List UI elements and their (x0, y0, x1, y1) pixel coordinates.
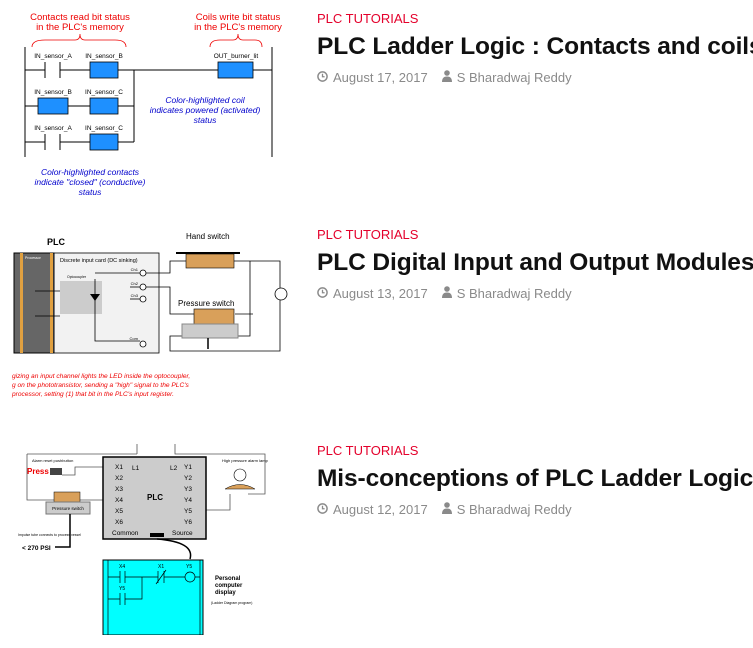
svg-text:Y2: Y2 (184, 475, 192, 482)
svg-text:L2: L2 (170, 465, 178, 472)
svg-text:IN_sensor_C: IN_sensor_C (85, 125, 123, 132)
svg-text:Y1: Y1 (184, 464, 192, 471)
svg-text:Press: Press (27, 467, 49, 476)
post-author-link[interactable]: S Bharadwaj Reddy (456, 70, 572, 85)
post-date: August 12, 2017 (333, 502, 428, 517)
svg-text:(Ladder Diagram program): (Ladder Diagram program) (211, 601, 252, 605)
svg-text:IN_sensor_B: IN_sensor_B (85, 53, 123, 60)
ladder-diagram-image: Contacts read bit status in the PLC's me… (24, 12, 282, 197)
svg-text:X4: X4 (115, 497, 123, 504)
post-category-link[interactable]: PLC TUTORIALS (317, 227, 419, 242)
post-title-link[interactable]: PLC Digital Input and Output Modules (317, 249, 753, 276)
svg-text:Processor: Processor (25, 256, 42, 260)
svg-text:PLC: PLC (147, 493, 163, 502)
svg-text:Y3: Y3 (184, 486, 192, 493)
svg-text:Y5: Y5 (119, 586, 125, 592)
post-category-link[interactable]: PLC TUTORIALS (317, 11, 419, 26)
svg-text:Discrete input card (DC sinkin: Discrete input card (DC sinking) (60, 258, 138, 264)
post-thumbnail[interactable]: PLC Processor Discrete input card (DC si… (0, 216, 300, 416)
svg-text:Ch2: Ch2 (131, 281, 139, 286)
svg-text:X3: X3 (115, 486, 123, 493)
svg-text:indicates powered (activated): indicates powered (activated) (150, 105, 261, 115)
svg-text:Optocoupler: Optocoupler (67, 275, 87, 279)
svg-text:status: status (194, 115, 217, 125)
svg-text:Com: Com (130, 336, 139, 341)
svg-text:Y5: Y5 (184, 508, 192, 515)
svg-text:X1: X1 (158, 564, 164, 570)
user-icon (441, 70, 452, 85)
svg-text:High pressure alarm lamp: High pressure alarm lamp (222, 458, 269, 463)
svg-text:OUT_burner_lit: OUT_burner_lit (214, 53, 259, 60)
svg-text:Alarm reset pushbutton: Alarm reset pushbutton (32, 458, 73, 463)
svg-text:Color-highlighted coil: Color-highlighted coil (165, 95, 245, 105)
svg-text:Coils write bit status: Coils write bit status (196, 12, 281, 23)
post-thumbnail[interactable]: Contacts read bit status in the PLC's me… (0, 0, 300, 200)
svg-text:Pressure switch: Pressure switch (52, 506, 84, 511)
clock-icon (317, 70, 328, 85)
svg-text:IN_sensor_A: IN_sensor_A (34, 125, 72, 132)
svg-text:Color-highlighted contacts: Color-highlighted contacts (41, 167, 140, 177)
user-icon (441, 286, 452, 301)
clock-icon (317, 286, 328, 301)
user-icon (441, 502, 452, 517)
post-item: Contacts read bit status in the PLC's me… (0, 0, 753, 216)
post-title-link[interactable]: Mis-conceptions of PLC Ladder Logic (317, 465, 753, 492)
svg-text:Contacts read bit status: Contacts read bit status (30, 12, 130, 23)
svg-text:Y6: Y6 (184, 519, 192, 526)
svg-text:Common: Common (112, 530, 139, 537)
svg-text:Source: Source (172, 530, 193, 537)
svg-text:X6: X6 (115, 519, 123, 526)
svg-text:gizing an input channel lights: gizing an input channel lights the LED i… (12, 373, 190, 380)
svg-text:computer: computer (215, 583, 243, 589)
svg-text:Hand switch: Hand switch (186, 232, 230, 241)
svg-text:Personal: Personal (215, 576, 241, 582)
input-module-diagram-image: PLC Processor Discrete input card (DC si… (11, 232, 288, 398)
svg-text:processor, setting (1) that bi: processor, setting (1) that bit in the P… (11, 391, 174, 398)
svg-text:X5: X5 (115, 508, 123, 515)
post-author-link[interactable]: S Bharadwaj Reddy (456, 286, 572, 301)
svg-text:Impulse tube connects to proce: Impulse tube connects to process vessel (18, 533, 81, 537)
svg-text:indicate "closed" (conductive): indicate "closed" (conductive) (35, 177, 146, 187)
svg-text:X1: X1 (115, 464, 123, 471)
post-author-link[interactable]: S Bharadwaj Reddy (456, 502, 572, 517)
post-date: August 17, 2017 (333, 70, 428, 85)
svg-text:display: display (215, 590, 236, 596)
post-title-link[interactable]: PLC Ladder Logic : Contacts and coils (317, 33, 753, 60)
clock-icon (317, 502, 328, 517)
svg-text:L1: L1 (132, 465, 140, 472)
svg-text:status: status (79, 187, 102, 197)
post-category-link[interactable]: PLC TUTORIALS (317, 443, 419, 458)
post-date: August 13, 2017 (333, 286, 428, 301)
svg-text:Ch3: Ch3 (131, 293, 139, 298)
svg-text:IN_sensor_C: IN_sensor_C (85, 89, 123, 96)
svg-text:g on the phototransistor, send: g on the phototransistor, sending a "hig… (12, 382, 189, 389)
svg-text:IN_sensor_B: IN_sensor_B (34, 89, 72, 96)
svg-text:X4: X4 (119, 564, 125, 570)
svg-text:Pressure switch: Pressure switch (178, 299, 234, 308)
svg-text:in the PLC's memory: in the PLC's memory (36, 22, 124, 33)
svg-text:Y4: Y4 (184, 497, 192, 504)
post-item: PLC Processor Discrete input card (DC si… (0, 216, 753, 432)
svg-text:X2: X2 (115, 475, 123, 482)
svg-text:Y5: Y5 (186, 564, 192, 570)
svg-text:PLC: PLC (47, 237, 66, 247)
svg-text:in the PLC's memory: in the PLC's memory (194, 22, 282, 33)
svg-text:< 270 PSI: < 270 PSI (22, 545, 51, 552)
svg-text:IN_sensor_A: IN_sensor_A (34, 53, 72, 60)
svg-text:Ch1: Ch1 (131, 267, 139, 272)
